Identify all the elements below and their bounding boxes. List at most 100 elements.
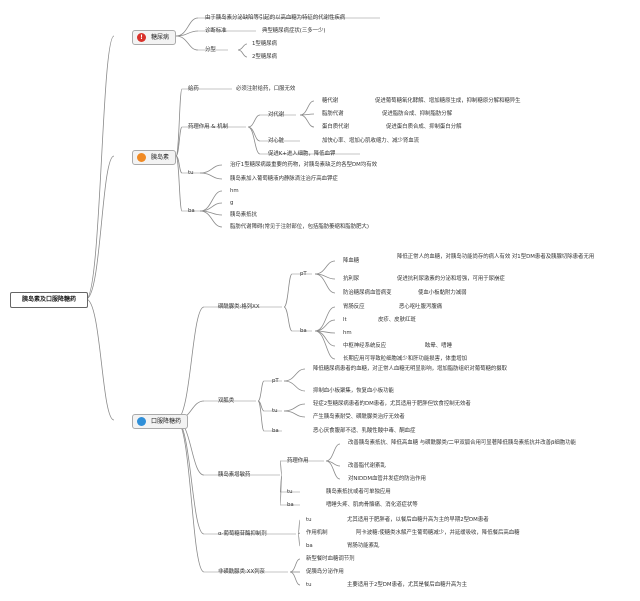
connector-line-46	[279, 460, 283, 476]
node-tzd-ba1: 嗜睡头疼、肌肉骨骼痛、消化道症状等	[326, 502, 418, 508]
node-use1: 治疗1型糖尿病最重要的药物，对胰岛素缺乏的各型DM均有效	[230, 162, 377, 168]
node-protein-detail: 促进蛋白质合成、抑制蛋白分解	[386, 124, 462, 130]
node-oral-drugs-label: 口服降糖药	[151, 418, 182, 425]
node-sugar-detail: 促进葡萄糖氧化酵解、增加糖原生成，抑制糖原分解和糖异生	[375, 98, 521, 104]
node-insulin[interactable]: 胰岛素	[132, 150, 177, 165]
node-glin-tu1: 主要适用于2型DM患者，尤其是餐后血糖升高为主	[347, 582, 468, 588]
node-type2: 2型糖尿病	[252, 54, 277, 60]
connector-line-31	[314, 260, 336, 275]
connector-line-14	[247, 126, 261, 155]
node-bg: 双胍类	[218, 398, 235, 404]
connector-line-17	[299, 114, 315, 128]
connector-line-21	[199, 202, 223, 212]
connector-line-51	[325, 460, 341, 480]
node-diag-detail: 典型糖尿病症状(三多一少)	[262, 28, 326, 34]
node-admin: 给药	[188, 86, 199, 92]
node-heart-detail: 加快心率、增加心肌收缩力、减少肾血流	[322, 138, 420, 144]
node-agi-ba: ba	[306, 543, 313, 549]
connector-line-48	[279, 474, 283, 506]
node-diabetes-label: 糖尿病	[151, 34, 170, 41]
node-agi-mech1: 阿卡波糖:使糖类水解产生葡萄糖减少，并延缓吸收，降低餐后高血糖	[356, 530, 520, 536]
node-tzd-p3: 对NIDDM血管并发症的防治作用	[348, 476, 426, 482]
node-admin-detail: 必须注射给药，口服无效	[236, 86, 296, 92]
node-diabetes[interactable]: ! 糖尿病	[132, 30, 177, 45]
node-adverse: ba	[188, 208, 195, 214]
connector-line-33	[314, 273, 336, 294]
node-action: 药理作用 & 机制	[188, 124, 228, 130]
node-su-glu-detail: 降低正常人的血糖，对胰岛功能尚存的病人有效 对1型DM患者及胰腺切除患者无用	[397, 254, 595, 260]
connector-line-6	[237, 43, 248, 51]
node-sugar: 糖代谢	[322, 98, 339, 104]
node-su-adh-detail: 促进抗利尿激素的分泌和增强，可用于尿崩症	[397, 276, 505, 282]
node-bg-pt1: 降低糖尿病患者的血糖，对正常人血糖无明显影响，增加脂肪组织对葡萄糖的摄取	[313, 366, 508, 372]
node-su-ba: ba	[300, 328, 307, 334]
node-su-hm: hm	[343, 330, 352, 336]
node-fat: 脂肪代谢	[322, 111, 344, 117]
node-glin1: 新型餐时血糖调节剂	[306, 556, 355, 562]
node-glin-tu: tu	[306, 582, 312, 588]
node-diabetes-def: 由于胰岛素分泌缺陷等引起的以高血糖为特征的代谢性疾病	[205, 15, 346, 21]
node-types: 分型	[205, 47, 216, 53]
connector-line-18	[199, 164, 223, 174]
node-fat-detail: 促进脂肪合成、抑制脂肪分解	[382, 111, 453, 117]
node-bg-ba1: 恶心厌食腹部不适、乳酸性酸中毒、酮血症	[313, 428, 416, 434]
node-su-adh: 抗利尿	[343, 276, 360, 282]
node-use2: 胰岛素加入葡萄糖液内静脉滴注治疗高血钾症	[230, 176, 338, 182]
root-node[interactable]: 胰岛素及口服降糖药	[10, 292, 88, 308]
node-agi-tu1: 尤其适用于肥胖者，以餐后血糖升高为主的早期2型DM患者	[347, 517, 489, 523]
connector-line-57	[289, 571, 301, 586]
node-su-glu: 降血糖	[343, 258, 360, 264]
connector-line-1	[85, 155, 115, 300]
node-su-gi: 胃肠反应	[343, 304, 365, 310]
connector-line-52	[297, 519, 301, 535]
node-diag: 诊断标准	[205, 28, 227, 34]
connector-line-39	[257, 380, 265, 402]
node-metab: 对代谢	[268, 112, 285, 118]
node-bg-pt: pT	[272, 378, 279, 384]
node-tzd-tu1: 胰岛素抵抗或者可单独应用	[326, 489, 391, 495]
node-ad4: 脂肪代谢障碍(常见于注射部位，包括脂肪萎缩和脂肪肥大)	[230, 224, 369, 230]
connector-line-27	[175, 419, 205, 535]
node-oral-drugs[interactable]: 口服降糖药	[132, 414, 189, 429]
node-su-lt: lt	[343, 317, 347, 323]
node-su-wbc: 长期应用可导致粒细胞减少和肝功能损害，体重增加	[343, 356, 467, 362]
node-type1: 1型糖尿病	[252, 41, 277, 47]
node-agi-tu: tu	[306, 517, 312, 523]
node-bg-tu: tu	[272, 408, 278, 414]
node-su-plt: 防治糖尿病血管病变	[343, 290, 392, 296]
connector-line-42	[283, 368, 306, 382]
connector-line-29	[283, 273, 293, 308]
node-tzd-ba: ba	[287, 502, 294, 508]
connector-line-5	[175, 35, 199, 51]
node-heart: 对心脏	[268, 138, 285, 144]
node-ad1: hm	[230, 188, 239, 194]
node-glin2: 促胰岛分泌作用	[306, 569, 344, 575]
connector-line-55	[289, 558, 301, 573]
connector-line-19	[199, 172, 223, 180]
exclamation-icon: !	[137, 33, 146, 42]
node-glin: 非磺酰脲类:XX列奈	[218, 569, 265, 575]
connector-line-8	[175, 88, 183, 157]
node-su-cns: 中枢神经系统反应	[343, 343, 387, 349]
connector-line-23	[199, 210, 223, 228]
node-k: 促进K+进入细胞，降低血钾	[268, 151, 336, 157]
globe-icon	[137, 417, 146, 426]
connector-line-54	[297, 533, 301, 547]
node-su-lt-detail: 皮疹、皮肤红斑	[378, 317, 416, 323]
connector-line-44	[283, 403, 306, 412]
node-ad3: 胰岛素抵抗	[230, 212, 257, 218]
node-agi-ba1: 胃肠功能紊乱	[347, 543, 380, 549]
node-bg-pt2: 抑制血小板聚集，恢复血小板功能	[313, 388, 394, 394]
node-su-plt-detail: 使血小板黏附力减弱	[418, 290, 467, 296]
node-su-pt: pT	[300, 271, 307, 277]
node-tzd-pt: 药理作用	[287, 458, 309, 464]
node-su-gi-detail: 恶心呕吐腹泻腹痛	[399, 304, 443, 310]
node-bg-tu1: 轻症2型糖尿病患者的DM患者，尤其适用于肥胖但饮食控制无效者	[313, 401, 471, 407]
node-tzd: 胰岛素增敏药	[218, 472, 251, 478]
node-agi-mech: 作用机制	[306, 530, 328, 536]
node-uses: tu	[188, 170, 194, 176]
connector-line-30	[283, 306, 293, 332]
connector-line-12	[247, 114, 261, 128]
